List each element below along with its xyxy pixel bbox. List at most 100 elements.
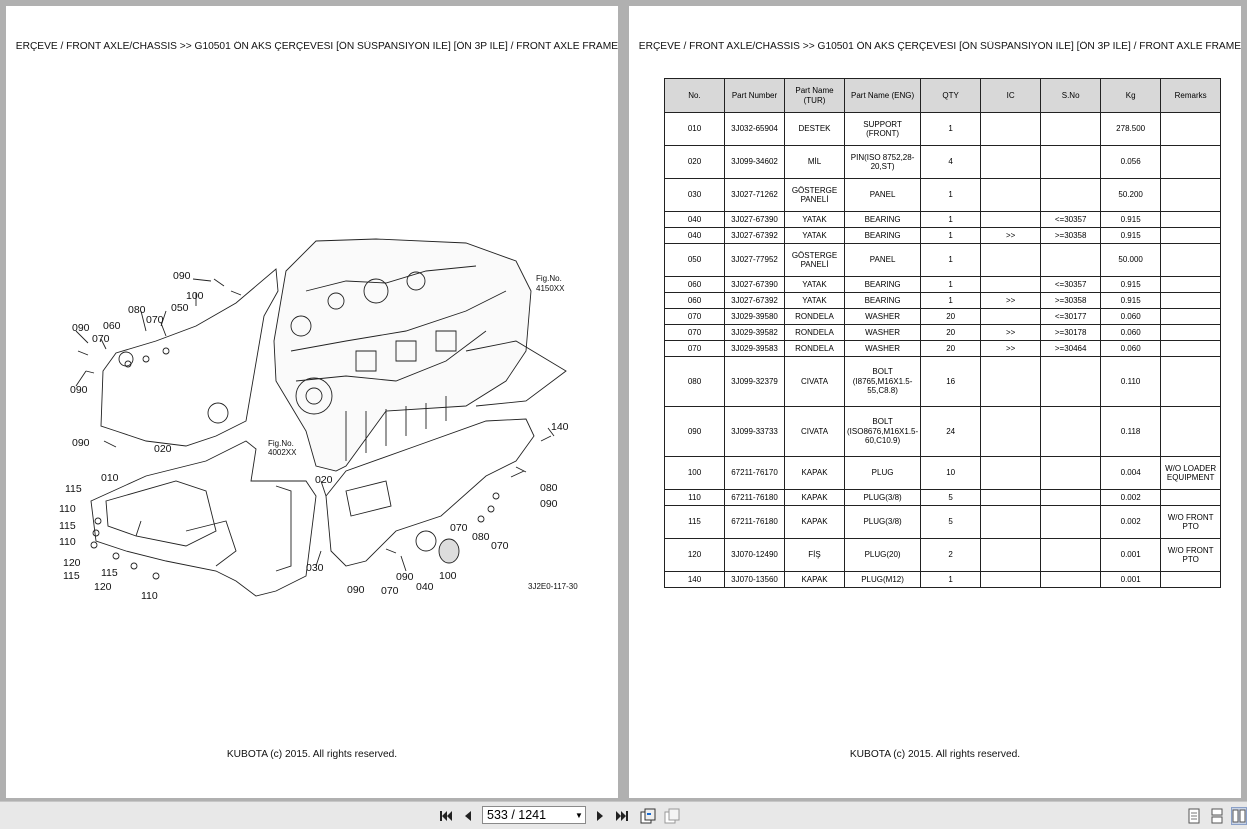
cell-sno: <=30177 (1040, 308, 1102, 325)
cell-ic (980, 243, 1042, 277)
cell-kg: 0.915 (1100, 227, 1162, 244)
cell-sno (1040, 178, 1102, 212)
chevron-down-icon[interactable]: ▼ (575, 810, 583, 820)
callout-110: 110 (59, 503, 76, 515)
callout-090: 090 (72, 322, 90, 334)
cell-qty: 1 (920, 243, 982, 277)
cell-part-name-tur: FİŞ (784, 538, 845, 572)
cell-remarks (1160, 211, 1222, 228)
cell-kg: 0.002 (1100, 505, 1162, 539)
callout-070: 080 (472, 531, 490, 543)
cell-sno (1040, 112, 1102, 146)
go-back-view-icon[interactable] (639, 807, 657, 825)
cell-part-name-eng: BEARING (843, 227, 922, 244)
cell-part-name-tur: RONDELA (784, 340, 845, 357)
col-header: Kg (1100, 78, 1162, 113)
cell-qty: 10 (920, 456, 982, 490)
callout-090: 090 (72, 437, 90, 449)
cell-remarks (1160, 406, 1222, 457)
cell-remarks (1160, 356, 1222, 407)
callout-010: 010 (101, 472, 119, 484)
callout-080: 080 (128, 304, 146, 316)
cell-part-number: 67211-76170 (724, 456, 785, 490)
cell-ic: >> (980, 227, 1042, 244)
cell-kg: 0.118 (1100, 406, 1162, 457)
cell-part-number: 3J027-67390 (724, 211, 785, 228)
cell-part-name-tur: KAPAK (784, 456, 845, 490)
cell-remarks (1160, 489, 1222, 506)
callout-070: 080 (540, 482, 558, 494)
cell-part-number: 3J027-67392 (724, 227, 785, 244)
cell-no: 090 (664, 406, 725, 457)
cell-part-name-eng: BEARING (843, 276, 922, 293)
cell-part-name-tur: CIVATA (784, 406, 845, 457)
col-header: Remarks (1160, 78, 1222, 113)
cell-ic (980, 308, 1042, 325)
cell-qty: 1 (920, 211, 982, 228)
cell-no: 010 (664, 112, 725, 146)
callout-070: 070 (146, 314, 164, 326)
cell-sno (1040, 456, 1102, 490)
callout-115: 115 (59, 520, 76, 532)
callout-060: 060 (103, 320, 121, 332)
callout-120: 120 (94, 581, 112, 593)
page-number-field[interactable]: 533 / 1241 ▼ (482, 806, 586, 824)
col-header: Part Name (ENG) (843, 78, 922, 113)
cell-kg: 0.001 (1100, 538, 1162, 572)
cell-part-name-eng: BEARING (843, 292, 922, 309)
continuous-view-icon[interactable] (1210, 808, 1224, 824)
two-page-view-icon[interactable] (1231, 807, 1247, 825)
callout-030: 090 (347, 584, 365, 596)
cell-part-name-eng: BOLT (I8765,M16X1.5-55,C8.8) (843, 356, 922, 407)
cell-qty: 1 (920, 178, 982, 212)
cell-no: 030 (664, 178, 725, 212)
col-header: S.No (1040, 78, 1102, 113)
fig-label: Fig.No. (536, 274, 562, 283)
col-header: No. (664, 78, 725, 113)
cell-ic: >> (980, 324, 1042, 341)
cell-remarks (1160, 227, 1222, 244)
callout-110: 110 (141, 590, 158, 601)
cell-kg: 0.060 (1100, 340, 1162, 357)
callout-020: 020 (315, 474, 333, 486)
cell-remarks (1160, 571, 1222, 588)
single-page-view-icon[interactable] (1187, 808, 1201, 824)
cell-part-name-tur: RONDELA (784, 324, 845, 341)
last-page-icon[interactable] (613, 807, 631, 825)
page-footer: KUBOTA (c) 2015. All rights reserved. (849, 749, 1021, 760)
first-page-icon[interactable] (437, 807, 455, 825)
callout-040: 100 (439, 570, 457, 582)
fig-code: 4002XX (268, 448, 297, 457)
cell-part-number: 3J029-39580 (724, 308, 785, 325)
cell-ic (980, 356, 1042, 407)
viewer-toolbar: 533 / 1241 ▼ (0, 801, 1247, 829)
go-forward-view-icon[interactable] (663, 807, 681, 825)
cell-remarks (1160, 112, 1222, 146)
cell-kg: 0.060 (1100, 308, 1162, 325)
next-page-icon[interactable] (591, 807, 609, 825)
parts-table: No. Part Number Part Name (TUR) Part Nam… (664, 78, 1222, 588)
cell-sno: >=30464 (1040, 340, 1102, 357)
cell-no: 110 (664, 489, 725, 506)
col-header: IC (980, 78, 1042, 113)
cell-no: 100 (664, 456, 725, 490)
cell-part-name-tur: KAPAK (784, 571, 845, 588)
cell-remarks (1160, 243, 1222, 277)
cell-qty: 24 (920, 406, 982, 457)
cell-no: 060 (664, 276, 725, 293)
cell-ic: >> (980, 292, 1042, 309)
cell-no: 080 (664, 356, 725, 407)
cell-sno: <=30357 (1040, 211, 1102, 228)
cell-kg: 0.110 (1100, 356, 1162, 407)
cell-part-name-eng: PLUG(3/8) (843, 489, 922, 506)
callout-090: 090 (173, 270, 191, 282)
cell-kg: 0.004 (1100, 456, 1162, 490)
previous-page-icon[interactable] (459, 807, 477, 825)
cell-sno: >=30358 (1040, 292, 1102, 309)
cell-remarks: W/O LOADER EQUIPMENT (1160, 456, 1222, 490)
